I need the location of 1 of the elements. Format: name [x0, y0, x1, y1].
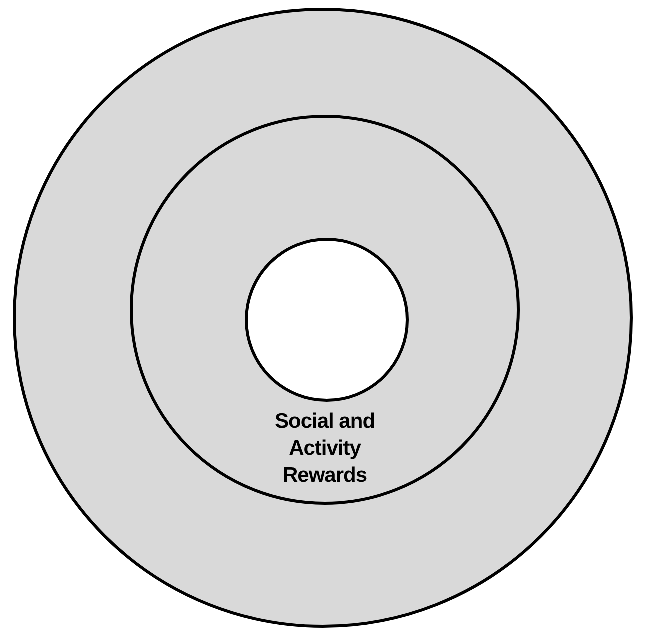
ring-label: Social and Activity Rewards [274, 409, 376, 489]
